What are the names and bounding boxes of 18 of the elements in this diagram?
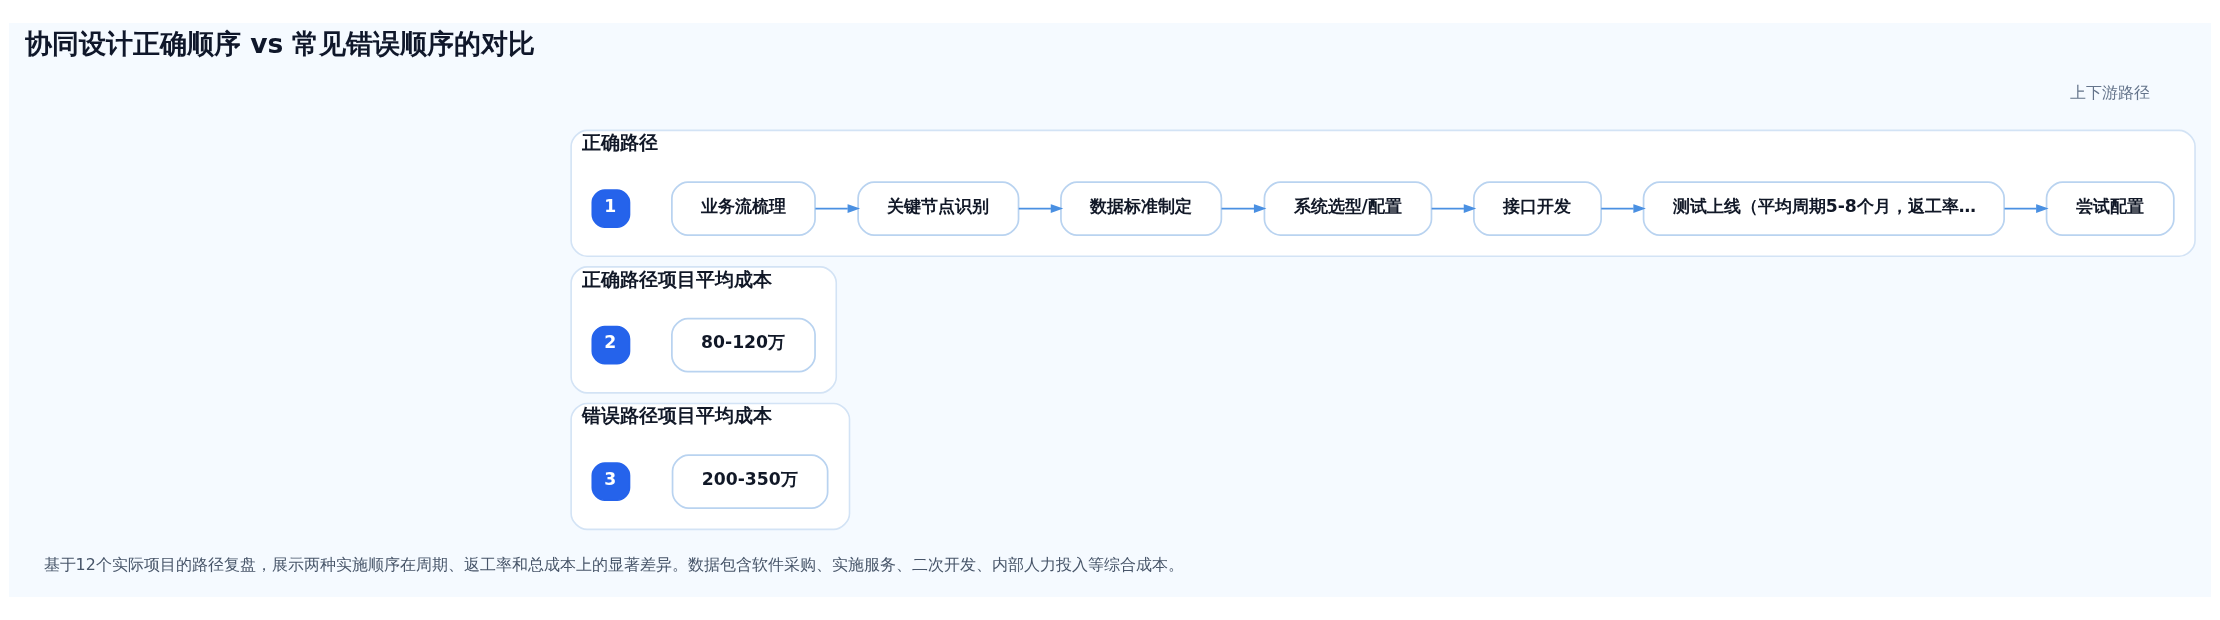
node-box: 业务流梳理 xyxy=(671,181,816,236)
arrow xyxy=(1430,204,1477,213)
node-box: 关键节点识别 xyxy=(857,181,1020,236)
node-box: 数据标准制定 xyxy=(1060,181,1223,236)
arrow xyxy=(2003,204,2049,213)
arrow xyxy=(1220,204,1267,213)
node-box: 尝试配置 xyxy=(2045,181,2175,236)
node-box: 测试上线（平均周期5-8个月，返工率… xyxy=(1642,181,2005,236)
label: 上下游路径 xyxy=(2069,83,2150,103)
arrow xyxy=(814,204,861,213)
diagram-title: 协同设计正确顺序 vs 常见错误顺序的对比 xyxy=(24,28,536,60)
node-box: 接口开发 xyxy=(1473,181,1602,236)
node-box: 80-120万 xyxy=(671,317,816,373)
arrow xyxy=(1017,204,1064,213)
arrow xyxy=(1600,204,1646,213)
node-box: 系统选型/配置 xyxy=(1263,181,1433,236)
caption: 基于12个实际项目的路径复盘，展示两种实施顺序在周期、返工率和总成本上的显著差异。数据包含软件采购、实施服务、二次开发、内部人力投入等综合成本。 xyxy=(43,554,1184,574)
node-box: 200-350万 xyxy=(671,454,829,510)
